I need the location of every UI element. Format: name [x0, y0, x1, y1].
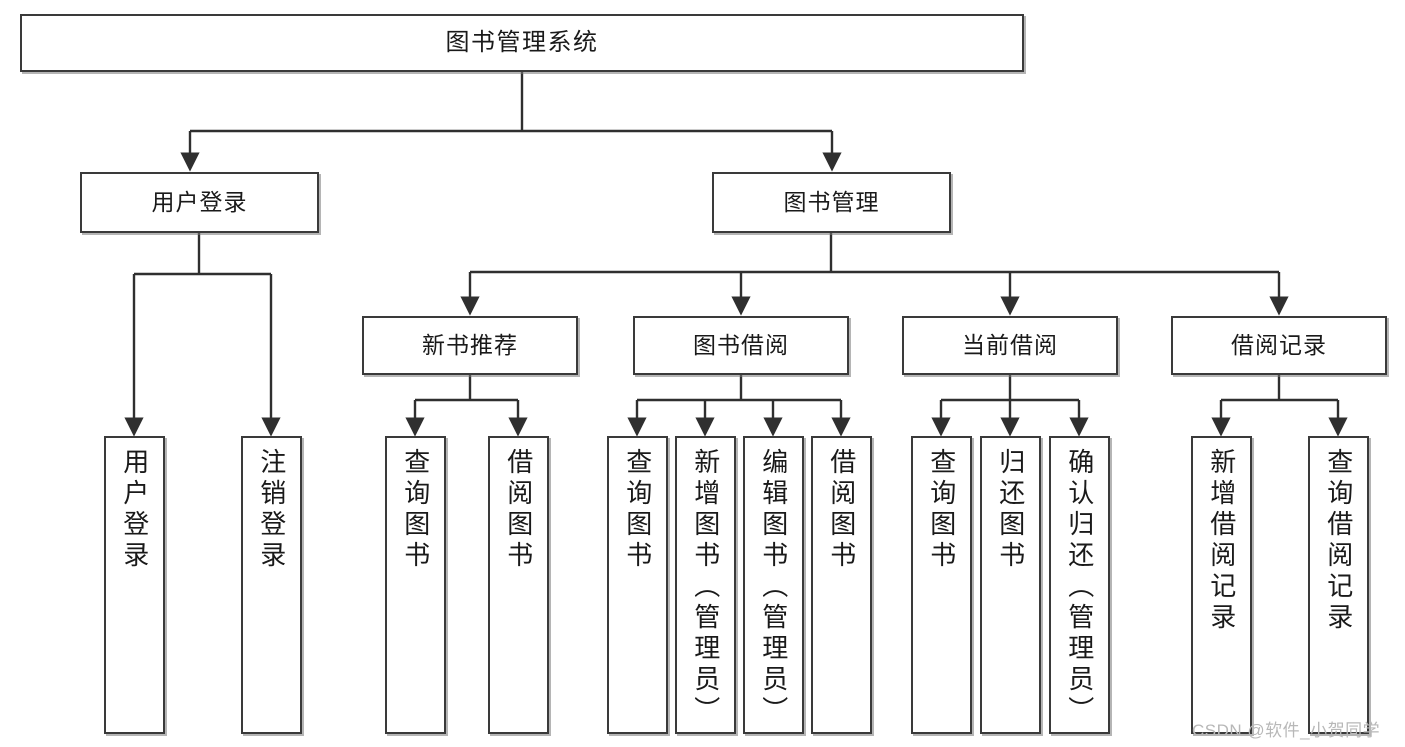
node-book-borrow-label: 图书借阅	[693, 332, 789, 359]
leaf-current-confirm-return[interactable]: 确认归还（管理员）	[1049, 436, 1110, 734]
leaf-borrow-query-book[interactable]: 查询图书	[607, 436, 668, 734]
leaf-borrow-add-book-label: 新增图书（管理员）	[690, 448, 721, 727]
node-book-management-label: 图书管理	[783, 189, 880, 216]
leaf-new-book-borrow[interactable]: 借阅图书	[488, 436, 549, 734]
leaf-record-add-label: 新增借阅记录	[1206, 448, 1237, 634]
node-borrow-record[interactable]: 借阅记录	[1171, 316, 1387, 375]
node-borrow-record-label: 借阅记录	[1231, 332, 1327, 359]
leaf-borrow-edit-book[interactable]: 编辑图书（管理员）	[743, 436, 804, 734]
node-book-borrow[interactable]: 图书借阅	[633, 316, 849, 375]
node-current-borrow-label: 当前借阅	[962, 332, 1058, 359]
leaf-borrow-add-book[interactable]: 新增图书（管理员）	[675, 436, 736, 734]
node-user-login-label: 用户登录	[151, 189, 248, 216]
leaf-user-login-logout-label: 注销登录	[256, 448, 287, 572]
leaf-user-login-login-label: 用户登录	[119, 448, 150, 572]
leaf-user-login-login[interactable]: 用户登录	[104, 436, 165, 734]
leaf-record-add[interactable]: 新增借阅记录	[1191, 436, 1252, 734]
node-user-login[interactable]: 用户登录	[80, 172, 319, 233]
watermark: CSDN @软件_小贺同学	[1192, 721, 1381, 740]
leaf-new-book-query[interactable]: 查询图书	[385, 436, 446, 734]
node-root[interactable]: 图书管理系统	[20, 14, 1024, 72]
leaf-new-book-query-label: 查询图书	[400, 448, 431, 572]
leaf-borrow-edit-book-label: 编辑图书（管理员）	[758, 448, 789, 727]
node-new-book-recommend-label: 新书推荐	[422, 332, 518, 359]
leaf-record-query-label: 查询借阅记录	[1323, 448, 1354, 634]
node-new-book-recommend[interactable]: 新书推荐	[362, 316, 578, 375]
leaf-record-query[interactable]: 查询借阅记录	[1308, 436, 1369, 734]
leaf-current-confirm-return-label: 确认归还（管理员）	[1064, 448, 1095, 727]
leaf-current-return-book[interactable]: 归还图书	[980, 436, 1041, 734]
leaf-current-query-book-label: 查询图书	[926, 448, 957, 572]
node-root-label: 图书管理系统	[445, 29, 599, 57]
leaf-current-return-book-label: 归还图书	[995, 448, 1026, 572]
leaf-user-login-logout[interactable]: 注销登录	[241, 436, 302, 734]
node-book-management[interactable]: 图书管理	[712, 172, 951, 233]
leaf-new-book-borrow-label: 借阅图书	[503, 448, 534, 572]
leaf-borrow-borrow-book[interactable]: 借阅图书	[811, 436, 872, 734]
leaf-borrow-borrow-book-label: 借阅图书	[826, 448, 857, 572]
leaf-current-query-book[interactable]: 查询图书	[911, 436, 972, 734]
leaf-borrow-query-book-label: 查询图书	[622, 448, 653, 572]
node-current-borrow[interactable]: 当前借阅	[902, 316, 1118, 375]
